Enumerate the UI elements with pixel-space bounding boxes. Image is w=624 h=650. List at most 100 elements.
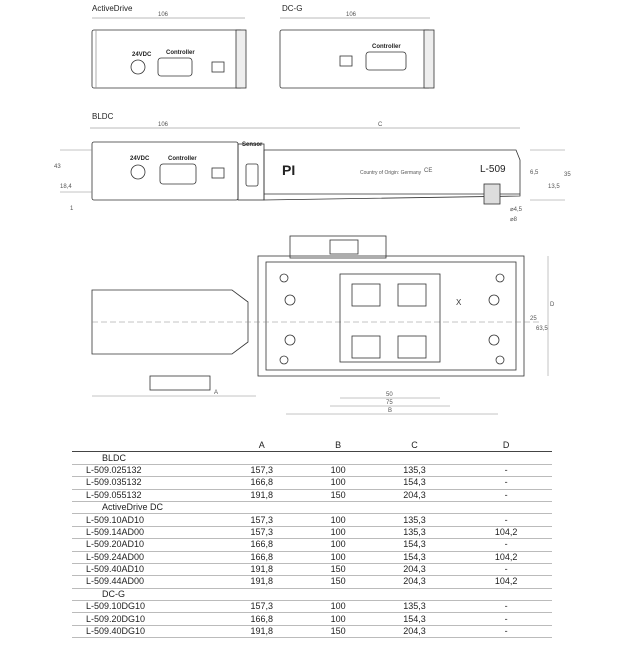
cell-c: 135,3 [368, 526, 461, 540]
dim-b: B [388, 408, 393, 414]
dim-18-4: 18,4 [60, 184, 72, 190]
dim-1: 1 [70, 206, 74, 212]
dim-50: 50 [386, 392, 393, 398]
bldc-power-label: 24VDC [130, 156, 150, 162]
cell-b: 150 [307, 575, 369, 589]
table-group-row: BLDC [72, 451, 552, 465]
cell-c: 135,3 [368, 600, 461, 614]
cell-b: 150 [307, 625, 369, 639]
cell-d: 104,2 [460, 551, 552, 564]
dim-phi-4-5: ⌀4,5 [510, 207, 522, 213]
cell-a: 157,3 [216, 513, 308, 527]
table-group-row: DC-G [72, 588, 552, 602]
top-view [91, 235, 549, 415]
cell-a: 191,8 [216, 625, 308, 639]
cell-model: L-509.025132 [72, 464, 216, 478]
activedrive-controller-label: Controller [166, 50, 195, 56]
cell-model: L-509.24AD00 [72, 551, 216, 564]
cell-model: L-509.055132 [72, 489, 216, 502]
cell-b: 100 [307, 464, 369, 478]
cell-model: L-509.40AD10 [72, 563, 216, 577]
dim-phi-8: ⌀8 [510, 217, 517, 223]
dim-6-5: 6,5 [530, 170, 539, 176]
cell-model: L-509.10DG10 [72, 600, 216, 614]
cell-model: L-509.44AD00 [72, 575, 216, 589]
cell-a: 191,8 [216, 489, 308, 502]
cell-b: 100 [307, 513, 369, 527]
dcg-title: DC-G [282, 4, 303, 13]
cell-c: 204,3 [368, 489, 461, 502]
dim-43: 43 [54, 164, 61, 170]
origin-label: Country of Origin: Germany [360, 170, 422, 176]
dcg-view [279, 17, 435, 89]
cell-c: 154,3 [368, 538, 461, 552]
cell-model: L-509.035132 [72, 476, 216, 490]
cell-b: 100 [307, 526, 369, 540]
cell-a: 191,8 [216, 563, 308, 577]
table-header-b: B [307, 440, 369, 453]
table-header-row: A B C D [72, 440, 552, 453]
dim-75: 75 [386, 400, 393, 406]
cell-model: L-509.20AD10 [72, 538, 216, 552]
cell-model: L-509.40DG10 [72, 625, 216, 639]
dcg-dim: 106 [346, 12, 357, 18]
dim-35: 35 [564, 172, 571, 178]
cell-c: 154,3 [368, 476, 461, 490]
activedrive-view [91, 17, 247, 89]
dim-a: A [214, 390, 219, 396]
cell-d: - [460, 538, 552, 552]
cell-d: - [460, 600, 552, 614]
cell-a: 191,8 [216, 575, 308, 589]
table-group-row: ActiveDrive DC [72, 501, 552, 515]
cell-a: 157,3 [216, 600, 308, 614]
axis-x-label: X [456, 298, 462, 307]
table-header-d: D [460, 440, 552, 453]
cell-model: L-509.10AD10 [72, 513, 216, 527]
cell-c: 154,3 [368, 551, 461, 564]
cell-b: 100 [307, 551, 369, 564]
cell-d: - [460, 612, 552, 626]
cell-d: 104,2 [460, 575, 552, 589]
activedrive-power-label: 24VDC [132, 52, 152, 58]
bldc-title: BLDC [92, 112, 114, 121]
cell-a: 157,3 [216, 464, 308, 478]
dcg-controller-label: Controller [372, 44, 401, 50]
cell-b: 100 [307, 476, 369, 490]
bldc-dim-106: 106 [158, 122, 169, 128]
cell-c: 204,3 [368, 563, 461, 577]
table-header-c: C [368, 440, 461, 453]
cell-c: 154,3 [368, 612, 461, 626]
cell-b: 100 [307, 538, 369, 552]
cell-d: - [460, 464, 552, 478]
cell-a: 166,8 [216, 476, 308, 490]
activedrive-title: ActiveDrive [92, 4, 133, 13]
cell-model: L-509.14AD00 [72, 526, 216, 540]
bldc-sensor-label: Sensor [242, 142, 263, 148]
cell-d: - [460, 489, 552, 502]
cell-b: 100 [307, 612, 369, 626]
model-label: L-509 [480, 164, 506, 175]
bldc-controller-label: Controller [168, 156, 197, 162]
cell-b: 150 [307, 563, 369, 577]
table-header-model [72, 440, 216, 453]
cell-c: 135,3 [368, 464, 461, 478]
cell-model: L-509.20DG10 [72, 612, 216, 626]
cell-c: 204,3 [368, 575, 461, 589]
group-activedrive: ActiveDrive DC [72, 501, 552, 515]
group-bldc: BLDC [72, 451, 552, 465]
cell-c: 135,3 [368, 513, 461, 527]
bldc-view [60, 127, 565, 205]
table-header-a: A [216, 440, 308, 453]
